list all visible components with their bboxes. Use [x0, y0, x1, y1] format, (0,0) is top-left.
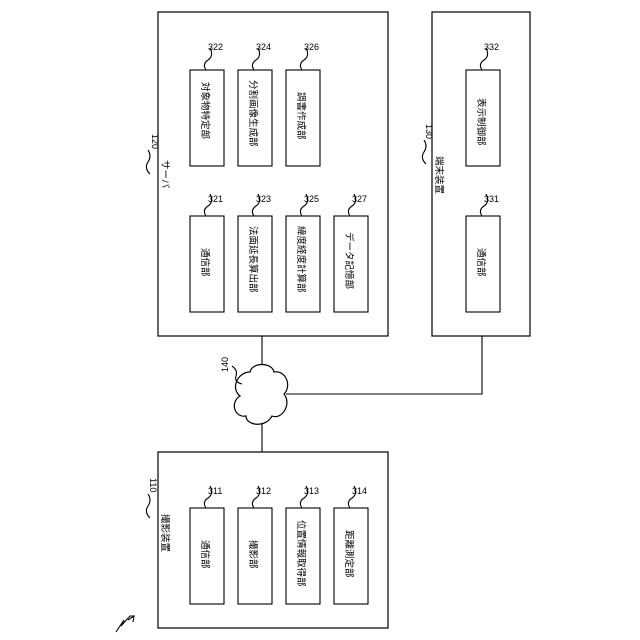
camera-title: 撮影装置 — [159, 514, 171, 552]
svg-text:通信部: 通信部 — [475, 248, 487, 277]
network-terminal-link — [286, 336, 482, 394]
svg-text:緯度経度計算部: 緯度経度計算部 — [295, 226, 307, 293]
svg-text:327: 327 — [352, 194, 367, 204]
camera-ref-leader — [146, 494, 150, 518]
svg-text:332: 332 — [484, 42, 499, 52]
server-title: サーバ — [159, 160, 170, 189]
svg-text:位置情報取得部: 位置情報取得部 — [295, 520, 307, 587]
svg-text:対象物特定部: 対象物特定部 — [199, 82, 211, 139]
svg-text:通信部: 通信部 — [199, 248, 211, 277]
terminal-title: 端末装置 — [433, 156, 445, 194]
server-ref: 120 — [150, 134, 160, 149]
terminal-ref-leader — [422, 140, 426, 164]
network-ref: 140 — [220, 357, 230, 372]
svg-text:321: 321 — [208, 194, 223, 204]
svg-text:312: 312 — [256, 486, 271, 496]
svg-text:324: 324 — [256, 42, 271, 52]
svg-text:323: 323 — [256, 194, 271, 204]
svg-text:距離測定部: 距離測定部 — [343, 530, 355, 578]
svg-text:331: 331 — [484, 194, 499, 204]
svg-text:314: 314 — [352, 486, 367, 496]
svg-text:撮影部: 撮影部 — [247, 540, 259, 569]
svg-text:データ記憶部: データ記憶部 — [343, 232, 355, 289]
svg-text:313: 313 — [304, 486, 319, 496]
wireless-signal-icon — [116, 616, 134, 632]
svg-text:調書作成部: 調書作成部 — [295, 92, 307, 140]
network-cloud — [234, 365, 287, 425]
terminal-ref: 130 — [424, 124, 434, 139]
svg-text:325: 325 — [304, 194, 319, 204]
svg-text:326: 326 — [304, 42, 319, 52]
svg-text:分割画像生成部: 分割画像生成部 — [247, 80, 259, 147]
svg-text:通信部: 通信部 — [199, 540, 211, 569]
svg-text:322: 322 — [208, 42, 223, 52]
svg-text:法面延長算出部: 法面延長算出部 — [247, 226, 259, 293]
svg-text:表示制御部: 表示制御部 — [475, 98, 487, 146]
camera-ref: 110 — [148, 478, 158, 492]
server-ref-leader — [146, 150, 150, 174]
svg-text:311: 311 — [208, 486, 222, 496]
